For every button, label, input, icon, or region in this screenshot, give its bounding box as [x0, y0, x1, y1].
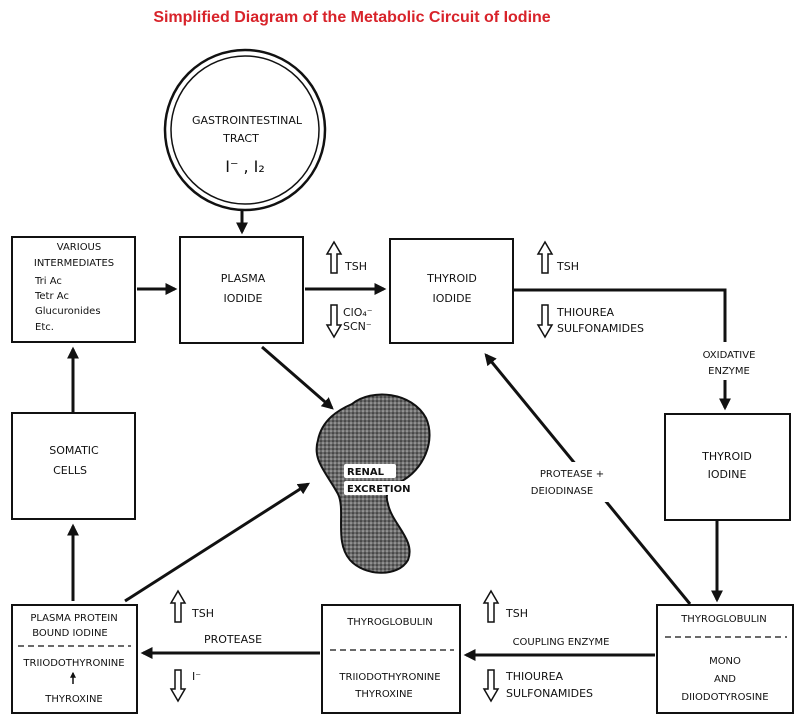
arrow-plasma-to-kidney [261, 345, 334, 410]
gi-tract-label-1: GASTROINTESTINAL [192, 114, 303, 127]
iodide-down-arrow [169, 669, 187, 703]
thyroglobulin-right-node: THYROGLOBULIN MONO AND DIIODOTYROSINE [656, 604, 794, 714]
plasma-iodide-node: PLASMA IODIDE [179, 236, 304, 344]
somatic-cells-node: SOMATIC CELLS [11, 412, 136, 520]
tsh-label-4: TSH [505, 607, 528, 620]
diagram-title: Simplified Diagram of the Metabolic Circ… [153, 9, 550, 26]
thyroid-iodine-label-2: IODINE [708, 468, 747, 481]
thyroid-iodide-label-2: IODIDE [432, 292, 471, 305]
plasma-protein-label-2: BOUND IODINE [32, 628, 108, 639]
renal-label: RENAL [347, 467, 385, 478]
tsh-label-3: TSH [191, 607, 214, 620]
intermediates-item: Glucuronides [35, 306, 101, 317]
protease-label: PROTEASE [204, 633, 262, 646]
thyroglobulin-mid-node: THYROGLOBULIN TRIIODOTHYRONINE THYROXINE [321, 604, 461, 714]
tsh-label-1: TSH [344, 260, 367, 273]
thiourea-down-arrow-1 [536, 304, 554, 339]
oxidative-label-2: ENZYME [708, 366, 750, 377]
intermediates-heading-2: INTERMEDIATES [34, 258, 114, 269]
plasma-protein-label-4: THYROXINE [44, 694, 103, 705]
thyroglobulin-right-label-1: THYROGLOBULIN [680, 614, 767, 625]
thyroglobulin-right-label-3: AND [714, 674, 736, 685]
thyroglobulin-right-label-4: DIIODOTYROSINE [681, 692, 768, 703]
gi-tract-label-2: TRACT [222, 132, 259, 145]
somatic-cells-label-2: CELLS [53, 464, 87, 477]
tsh-up-arrow-3 [169, 589, 187, 623]
thyroid-iodide-node: THYROID IODIDE [389, 238, 514, 344]
scn-label: SCN⁻ [343, 320, 372, 333]
intermediates-item: Tri Ac [34, 276, 62, 287]
coupling-enzyme-label: COUPLING ENZYME [513, 637, 610, 648]
gi-tract-ions: I⁻ , I₂ [225, 157, 265, 176]
iodide-minus-label: I⁻ [192, 670, 201, 683]
thiourea-label-1: THIOUREA [556, 306, 615, 319]
tsh-up-arrow-4 [482, 589, 500, 623]
thyroglobulin-mid-label-2: TRIIODOTHYRONINE [338, 672, 440, 683]
gi-tract-node: GASTROINTESTINAL TRACT I⁻ , I₂ [163, 48, 327, 212]
intermediates-heading-1: VARIOUS [57, 242, 101, 253]
plasma-protein-label-1: PLASMA PROTEIN [30, 613, 117, 624]
tsh-up-arrow-2 [536, 240, 554, 274]
oxidative-label-1: OXIDATIVE [703, 350, 756, 361]
tsh-up-arrow-1 [325, 240, 343, 274]
thyroid-iodine-node: THYROID IODINE [664, 413, 791, 521]
thyroid-iodine-label-1: THYROID [701, 450, 752, 463]
tsh-label-2: TSH [556, 260, 579, 273]
thyroglobulin-mid-label-3: THYROXINE [354, 689, 413, 700]
plasma-protein-label-3: TRIIODOTHYRONINE [22, 658, 124, 669]
plasma-protein-node: PLASMA PROTEIN BOUND IODINE TRIIODOTHYRO… [11, 604, 138, 714]
sulfonamides-label-1: SULFONAMIDES [557, 322, 644, 335]
protease-deiodinase-label-2: DEIODINASE [531, 486, 593, 497]
thiourea-label-2: THIOUREA [505, 670, 564, 683]
clo4-label: ClO₄⁻ [343, 306, 373, 319]
protease-deiodinase-label-1: PROTEASE + [540, 469, 604, 480]
clo4-down-arrow [325, 304, 343, 339]
arrow-protein-to-kidney [124, 482, 311, 603]
sulfonamides-label-2: SULFONAMIDES [506, 687, 593, 700]
intermediates-item: Etc. [35, 322, 54, 333]
thyroglobulin-mid-label-1: THYROGLOBULIN [346, 617, 433, 628]
line-thyroid-to-oxidative [514, 288, 727, 342]
somatic-cells-label-1: SOMATIC [49, 444, 99, 457]
intermediates-item: Tetr Ac [34, 291, 69, 302]
plasma-iodide-label-1: PLASMA [221, 272, 266, 285]
thyroid-iodide-label-1: THYROID [426, 272, 477, 285]
kidney-renal-excretion: RENAL EXCRETION [315, 393, 431, 574]
thyroglobulin-right-label-2: MONO [709, 656, 741, 667]
thiourea-down-arrow-2 [482, 669, 500, 703]
various-intermediates-node: VARIOUS INTERMEDIATES Tri Ac Tetr Ac Glu… [11, 236, 136, 343]
plasma-iodide-label-2: IODIDE [223, 292, 262, 305]
excretion-label: EXCRETION [347, 484, 410, 495]
